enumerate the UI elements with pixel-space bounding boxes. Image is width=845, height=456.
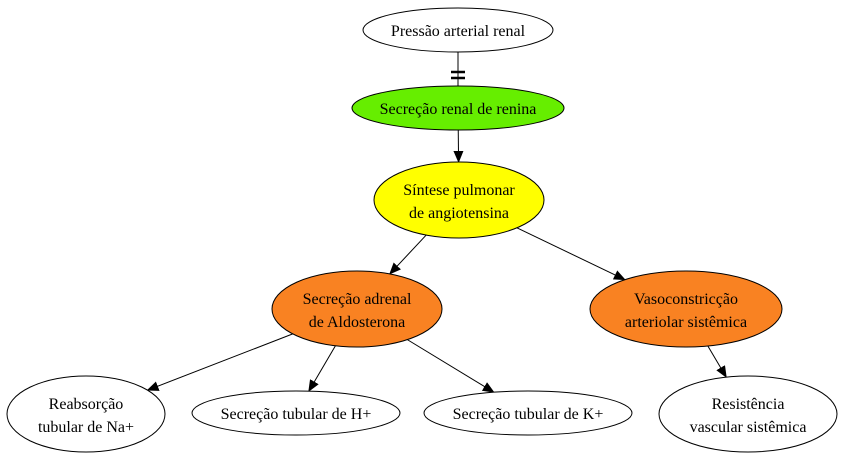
node-label: Secreção adrenal: [303, 291, 412, 308]
node-shape: [271, 270, 443, 348]
node-secrecao-adrenal-de-aldosterona: Secreção adrenal de Aldosterona: [271, 270, 443, 348]
node-label: Reabsorção: [49, 396, 124, 413]
node-shape: [191, 390, 401, 436]
node-sintese-pulmonar-de-angiotensina: Síntese pulmonar de angiotensina: [373, 161, 545, 239]
node-shape: [423, 390, 633, 436]
node-shape: [589, 270, 783, 348]
node-label: Pressão arterial renal: [391, 23, 526, 40]
node-label: Resistência: [712, 396, 785, 413]
edge-angiotensina-to-aldosterona: [389, 234, 427, 275]
edge-angiotensina-to-vasoconstricao: [516, 227, 626, 281]
node-shape: [658, 375, 838, 453]
node-pressao-arterial-renal: Pressão arterial renal: [362, 7, 554, 53]
edges-layer: [146, 52, 727, 393]
node-label: arteriolar sistêmica: [625, 314, 747, 331]
edge-aldosterona-to-secrecao_h: [308, 345, 336, 393]
node-secrecao-renal-de-renina: Secreção renal de renina: [351, 85, 565, 131]
node-label: Vasoconstricção: [634, 291, 738, 308]
node-shape: [6, 375, 166, 453]
node-label: de Aldosterona: [309, 314, 405, 331]
node-vasoconstriccao-arteriolar-sistemica: Vasoconstricção arteriolar sistêmica: [589, 270, 783, 348]
node-shape: [351, 85, 565, 131]
node-label: vascular sistêmica: [690, 419, 807, 436]
node-secrecao-tubular-de-k: Secreção tubular de K+: [423, 390, 633, 436]
edge-vasoconstricao-to-resistencia: [707, 345, 727, 379]
node-shape: [362, 7, 554, 53]
node-label: de angiotensina: [409, 205, 509, 222]
nodes-layer: Pressão arterial renal Secreção renal de…: [6, 7, 838, 453]
node-secrecao-tubular-de-h: Secreção tubular de H+: [191, 390, 401, 436]
node-shape: [373, 161, 545, 239]
node-label: Secreção tubular de H+: [221, 406, 372, 423]
node-reabsorcao-tubular-de-na: Reabsorção tubular de Na+: [6, 375, 166, 453]
edge-aldosterona-to-reabsorcao: [146, 333, 293, 391]
node-label: tubular de Na+: [38, 419, 134, 436]
edge-aldosterona-to-secrecao_k: [407, 339, 495, 393]
node-label: Secreção tubular de K+: [453, 406, 604, 423]
node-resistencia-vascular-sistemica: Resistência vascular sistêmica: [658, 375, 838, 453]
node-label: Secreção renal de renina: [380, 101, 537, 118]
node-label: Síntese pulmonar: [403, 182, 515, 199]
